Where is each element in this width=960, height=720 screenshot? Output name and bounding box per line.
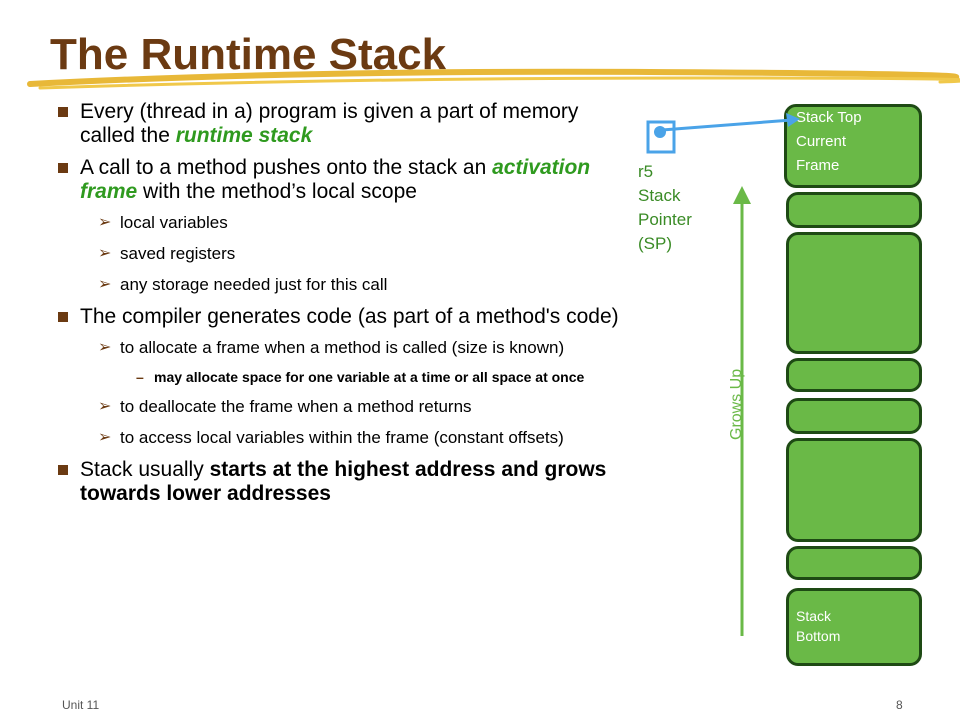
stack-bottom-label: Stack Bottom — [796, 606, 840, 646]
arrow-bullet-icon: ➢ — [98, 429, 112, 446]
stack-frame — [786, 398, 922, 434]
bullet-marker — [58, 107, 68, 117]
sub-bullet: ➢ to deallocate the frame when a method r… — [58, 396, 628, 417]
bullet-2-text: A call to a method pushes onto the stack… — [80, 156, 493, 179]
stack-top-label-line: Stack Top — [796, 109, 862, 126]
sub-bullet: ➢ to allocate a frame when a method is ca… — [58, 337, 628, 358]
stack-frame — [786, 192, 922, 228]
bullet-3-text: The compiler generates code (as part of … — [80, 305, 619, 328]
arrow-bullet-icon: ➢ — [98, 245, 112, 262]
sub-bullet: ➢ local variables — [58, 212, 628, 233]
sub-bullet: ➢ any storage needed just for this call — [58, 274, 628, 295]
footer-unit: Unit 11 — [62, 698, 100, 712]
sub-bullet-text: to deallocate the frame when a method re… — [120, 397, 472, 416]
sub-bullet-text: to allocate a frame when a method is cal… — [120, 338, 565, 357]
footer-page-number: 8 — [896, 698, 903, 712]
grows-up-label: Grows Up — [728, 368, 745, 440]
bullet-1-text: Every (thread in a) program is given a p… — [80, 100, 579, 147]
sub-bullet: ➢ saved registers — [58, 243, 628, 264]
bullet-2-emphasis: activation frame — [80, 156, 591, 203]
sub-sub-bullet: –may allocate space for one variable at … — [58, 368, 628, 386]
stack-top-label: Stack Top Current Frame — [796, 108, 862, 176]
stack-pointer-arrow — [661, 118, 793, 132]
sub-bullet-text: saved registers — [120, 244, 236, 263]
bullet-list: Every (thread in a) program is given a p… — [58, 100, 628, 514]
stack-frame — [786, 232, 922, 354]
stack-frame-top — [784, 104, 922, 188]
register-dot — [654, 126, 666, 138]
arrow-bullet-icon: ➢ — [98, 276, 112, 293]
bullet-1: Every (thread in a) program is given a p… — [58, 100, 628, 148]
sub-sub-bullet-text: may allocate space for one variable at a… — [154, 369, 585, 385]
stack-pointer-label: r5 Stack Pointer (SP) — [638, 160, 692, 256]
bullet-2: A call to a method pushes onto the stack… — [58, 156, 628, 204]
register-desc: Stack — [638, 186, 681, 205]
stack-frame-bottom — [786, 588, 922, 666]
register-desc: Pointer — [638, 210, 692, 229]
stack-bottom-label-line: Stack — [796, 608, 832, 624]
sub-bullet-text: any storage needed just for this call — [120, 275, 388, 294]
bullet-marker — [58, 312, 68, 322]
stack-frame — [786, 358, 922, 392]
stack-bottom-label-line: Bottom — [796, 628, 841, 644]
stack-frame — [786, 438, 922, 542]
stack-frame — [786, 546, 922, 580]
sub-bullet: ➢ to access local variables within the fr… — [58, 427, 628, 448]
title-underline — [27, 68, 960, 90]
bullet-4-bold: starts at the highest address and grows … — [80, 458, 607, 505]
arrow-bullet-icon: ➢ — [98, 398, 112, 415]
bullet-4-text: Stack usually — [80, 458, 210, 481]
bullet-marker — [58, 163, 68, 173]
arrow-bullet-icon: ➢ — [98, 214, 112, 231]
dash-bullet-icon: – — [136, 369, 144, 385]
grows-up-arrowhead — [733, 186, 751, 204]
bullet-4: Stack usually starts at the highest addr… — [58, 458, 628, 506]
register-desc: (SP) — [638, 234, 672, 253]
arrow-bullet-icon: ➢ — [98, 339, 112, 356]
bullet-3: The compiler generates code (as part of … — [58, 305, 628, 329]
sub-bullet-text: local variables — [120, 213, 228, 232]
sub-bullet-text: to access local variables within the fra… — [120, 428, 564, 447]
bullet-marker — [58, 465, 68, 475]
bullet-1-emphasis: runtime stack — [175, 124, 313, 147]
stack-top-label-line: Frame — [796, 157, 840, 174]
bullet-2-text-end: with the method’s local scope — [137, 180, 417, 203]
stack-top-label-line: Current — [796, 133, 847, 150]
register-name: r5 — [638, 162, 654, 181]
stack-pointer-arrowhead — [786, 113, 800, 127]
